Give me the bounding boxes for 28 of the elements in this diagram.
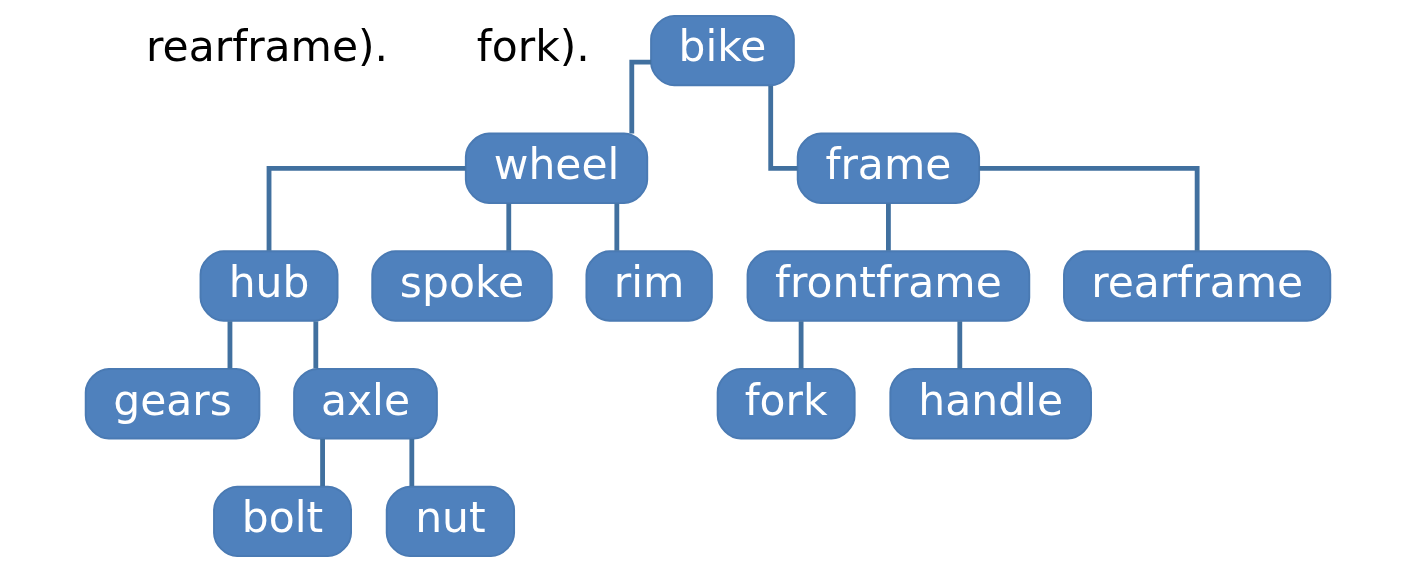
node-box: bolt <box>213 485 352 558</box>
node-box: fork <box>716 368 856 440</box>
connector <box>266 165 466 251</box>
connector <box>798 321 804 369</box>
label: rearframe). <box>146 22 389 72</box>
connector <box>886 203 891 251</box>
node-box: rim <box>585 250 713 322</box>
node-box: frontframe <box>746 250 1031 322</box>
connector <box>320 439 325 487</box>
connector <box>979 165 1200 251</box>
node-box: nut <box>385 485 516 558</box>
node-box: wheel <box>464 132 649 204</box>
node-box: handle <box>889 368 1092 440</box>
connector <box>614 203 620 251</box>
node-box: frame <box>796 132 981 204</box>
node-box: spoke <box>371 250 553 322</box>
node-box: hub <box>199 250 339 322</box>
node-box: axle <box>293 368 438 440</box>
label: fork). <box>476 22 590 72</box>
connector <box>227 321 233 369</box>
node-box: rearframe <box>1063 250 1332 322</box>
connector <box>957 321 963 369</box>
node-box: gears <box>84 368 261 440</box>
connector <box>629 59 651 134</box>
connector <box>506 203 512 251</box>
connector <box>409 439 415 487</box>
node-box: bike <box>650 14 795 87</box>
connector <box>313 321 319 369</box>
